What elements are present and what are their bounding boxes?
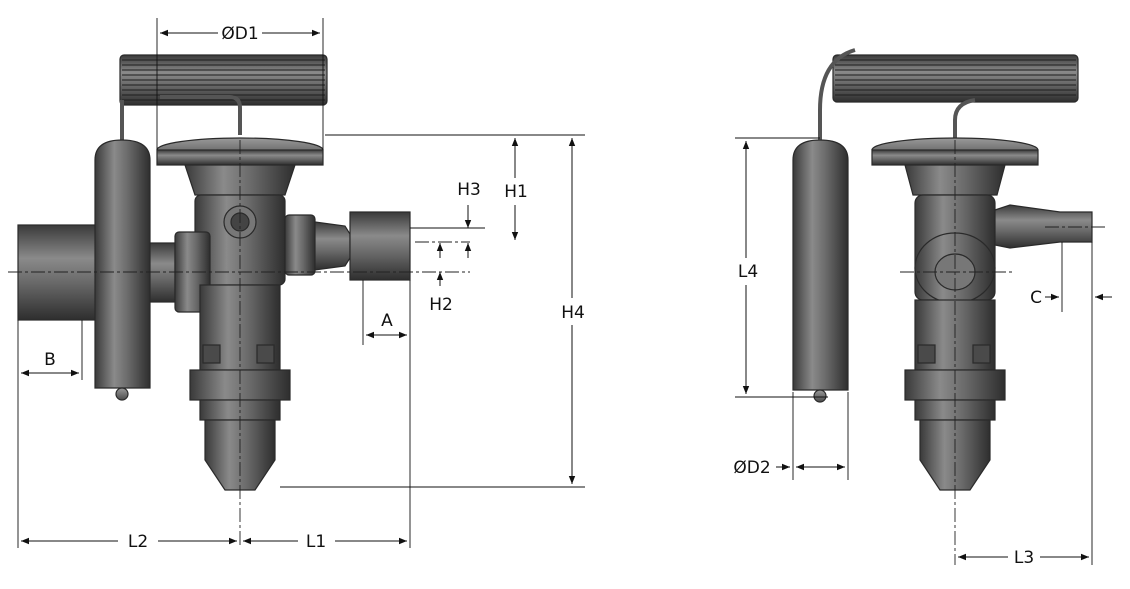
label-h1: H1 [504, 182, 528, 202]
sensing-bulb-side [792, 139, 849, 403]
valve-body-side [871, 137, 1093, 491]
label-l3: L3 [1014, 548, 1034, 568]
label-l4: L4 [738, 262, 758, 282]
label-d2: ØD2 [733, 458, 770, 478]
label-h3: H3 [457, 180, 481, 200]
side-view: L4 ØD2 C L3 [733, 48, 1112, 568]
label-c: C [1030, 288, 1042, 308]
valve-body [156, 137, 411, 491]
label-d1: ØD1 [221, 24, 258, 44]
capillary-coil-side [818, 48, 1079, 140]
capillary-coil [119, 54, 328, 140]
front-view: ØD1 H1 H3 H2 H4 A B L2 L1 [8, 18, 585, 552]
sensing-bulb [94, 139, 151, 401]
label-b: B [44, 350, 56, 370]
label-h2: H2 [429, 295, 453, 315]
label-l1: L1 [306, 532, 326, 552]
label-a: A [381, 311, 393, 331]
label-h4: H4 [561, 303, 585, 323]
label-l2: L2 [128, 532, 148, 552]
